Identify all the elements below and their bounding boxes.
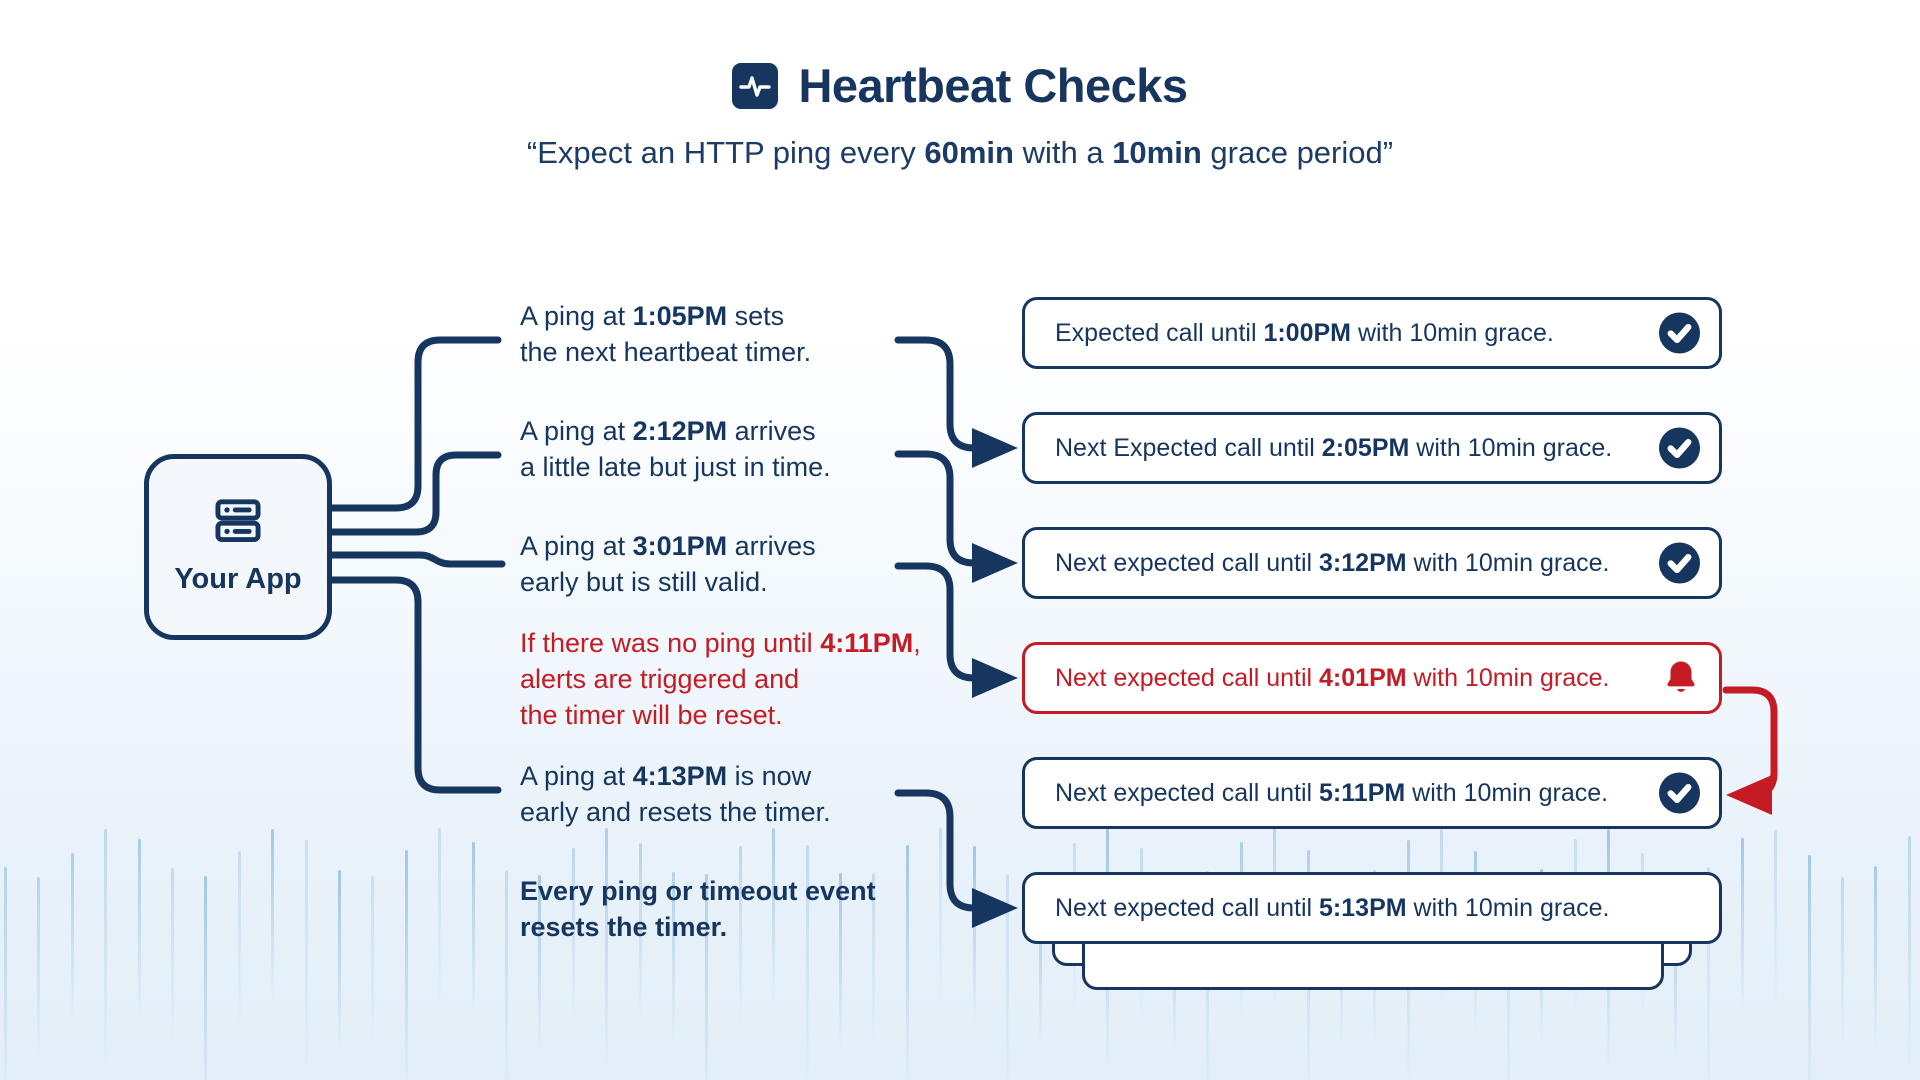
waveform-tick: [705, 874, 709, 1080]
waveform-tick: [772, 828, 776, 1004]
waveform-tick: [1907, 836, 1911, 1080]
annotation-ping-5: A ping at 4:13PM is now early and resets…: [520, 761, 831, 827]
waveform-tick: [638, 843, 642, 1024]
waveform-tick: [1006, 874, 1009, 1080]
page-title: Heartbeat Checks: [798, 59, 1188, 112]
waveform-tick: [1874, 865, 1878, 1050]
annotation-ping-2: A ping at 2:12PM arrives a little late b…: [520, 416, 831, 482]
waveform-tick: [104, 829, 108, 1074]
waveform-tick: [538, 874, 542, 1056]
timer-box-1: Expected call until 1:00PM with 10min gr…: [1022, 297, 1722, 369]
annotation-reset-note: Every ping or timeout event resets the t…: [520, 876, 876, 942]
check-circle-icon: [1658, 772, 1701, 815]
waveform-tick: [171, 868, 174, 1041]
activity-icon: [732, 62, 779, 109]
check-circle-icon: [1658, 542, 1701, 585]
waveform-tick: [204, 876, 208, 1080]
annotation-ping-1: A ping at 1:05PM sets the next heartbeat…: [520, 301, 812, 367]
page-header: Heartbeat Checks: [0, 58, 1920, 113]
waveform-tick: [137, 838, 141, 1023]
subtitle: “Expect an HTTP ping every 60min with a …: [526, 135, 1394, 170]
waveform-tick: [338, 869, 341, 1052]
timer-box-5: Next expected call until 5:11PM with 10m…: [1022, 757, 1722, 829]
waveform-tick: [872, 873, 876, 1050]
waveform-tick: [1807, 854, 1811, 1080]
alert-bell-icon: [1661, 656, 1701, 700]
annotation-missed-ping: If there was no ping until 4:11PM, alert…: [520, 628, 921, 730]
waveform-tick: [1674, 876, 1677, 1059]
waveform-tick: [471, 841, 475, 1016]
waveform-tick: [37, 876, 41, 1062]
timer-box-4-alert: Next expected call until 4:01PM with 10m…: [1022, 642, 1722, 714]
timer-box-text: Next expected call until 5:13PM with 10m…: [1055, 893, 1610, 922]
waveform-tick: [505, 870, 508, 1080]
waveform-tick: [1707, 867, 1711, 1080]
waveform-tick: [1740, 837, 1744, 1011]
waveform-tick: [1841, 877, 1844, 1050]
waveform-tick: [738, 846, 742, 1026]
check-circle-icon: [1658, 427, 1701, 470]
waveform-tick: [839, 873, 842, 1052]
waveform-tick: [672, 872, 675, 1048]
timer-box-text: Next expected call until 5:11PM with 10m…: [1055, 778, 1609, 807]
server-icon: [210, 498, 266, 553]
waveform-tick: [70, 853, 74, 1025]
waveform-tick: [1039, 872, 1043, 1050]
waveform-tick: [271, 828, 275, 1002]
waveform-tick: [939, 828, 943, 1007]
waveform-tick: [972, 846, 976, 1024]
waveform-tick: [404, 849, 408, 1080]
waveform-tick: [438, 828, 442, 1010]
waveform-tick: [805, 844, 809, 1080]
timer-box-3: Next expected call until 3:12PM with 10m…: [1022, 527, 1722, 599]
check-circle-icon: [1658, 312, 1701, 355]
app-node-label: Your App: [174, 563, 302, 595]
timer-box-text: Next Expected call until 2:05PM with 10m…: [1055, 433, 1613, 462]
timer-box-text: Expected call until 1:00PM with 10min gr…: [1055, 318, 1554, 347]
timer-box-text: Next expected call until 3:12PM with 10m…: [1055, 548, 1610, 577]
waveform-tick: [1774, 829, 1778, 1013]
timer-box-text: Next expected call until 4:01PM with 10m…: [1055, 663, 1610, 692]
waveform-tick: [304, 840, 308, 1080]
waveform-tick: [905, 844, 909, 1080]
waveform-tick: [237, 851, 241, 1035]
your-app-node: Your App: [144, 454, 332, 640]
waveform-tick: [4, 867, 7, 1080]
waveform-tick: [605, 828, 609, 1073]
timer-box-6: Next expected call until 5:13PM with 10m…: [1022, 872, 1722, 944]
annotation-ping-3: A ping at 3:01PM arrives early but is st…: [520, 531, 816, 597]
timer-box-2: Next Expected call until 2:05PM with 10m…: [1022, 412, 1722, 484]
waveform-tick: [571, 848, 575, 1023]
waveform-tick: [371, 875, 375, 1050]
